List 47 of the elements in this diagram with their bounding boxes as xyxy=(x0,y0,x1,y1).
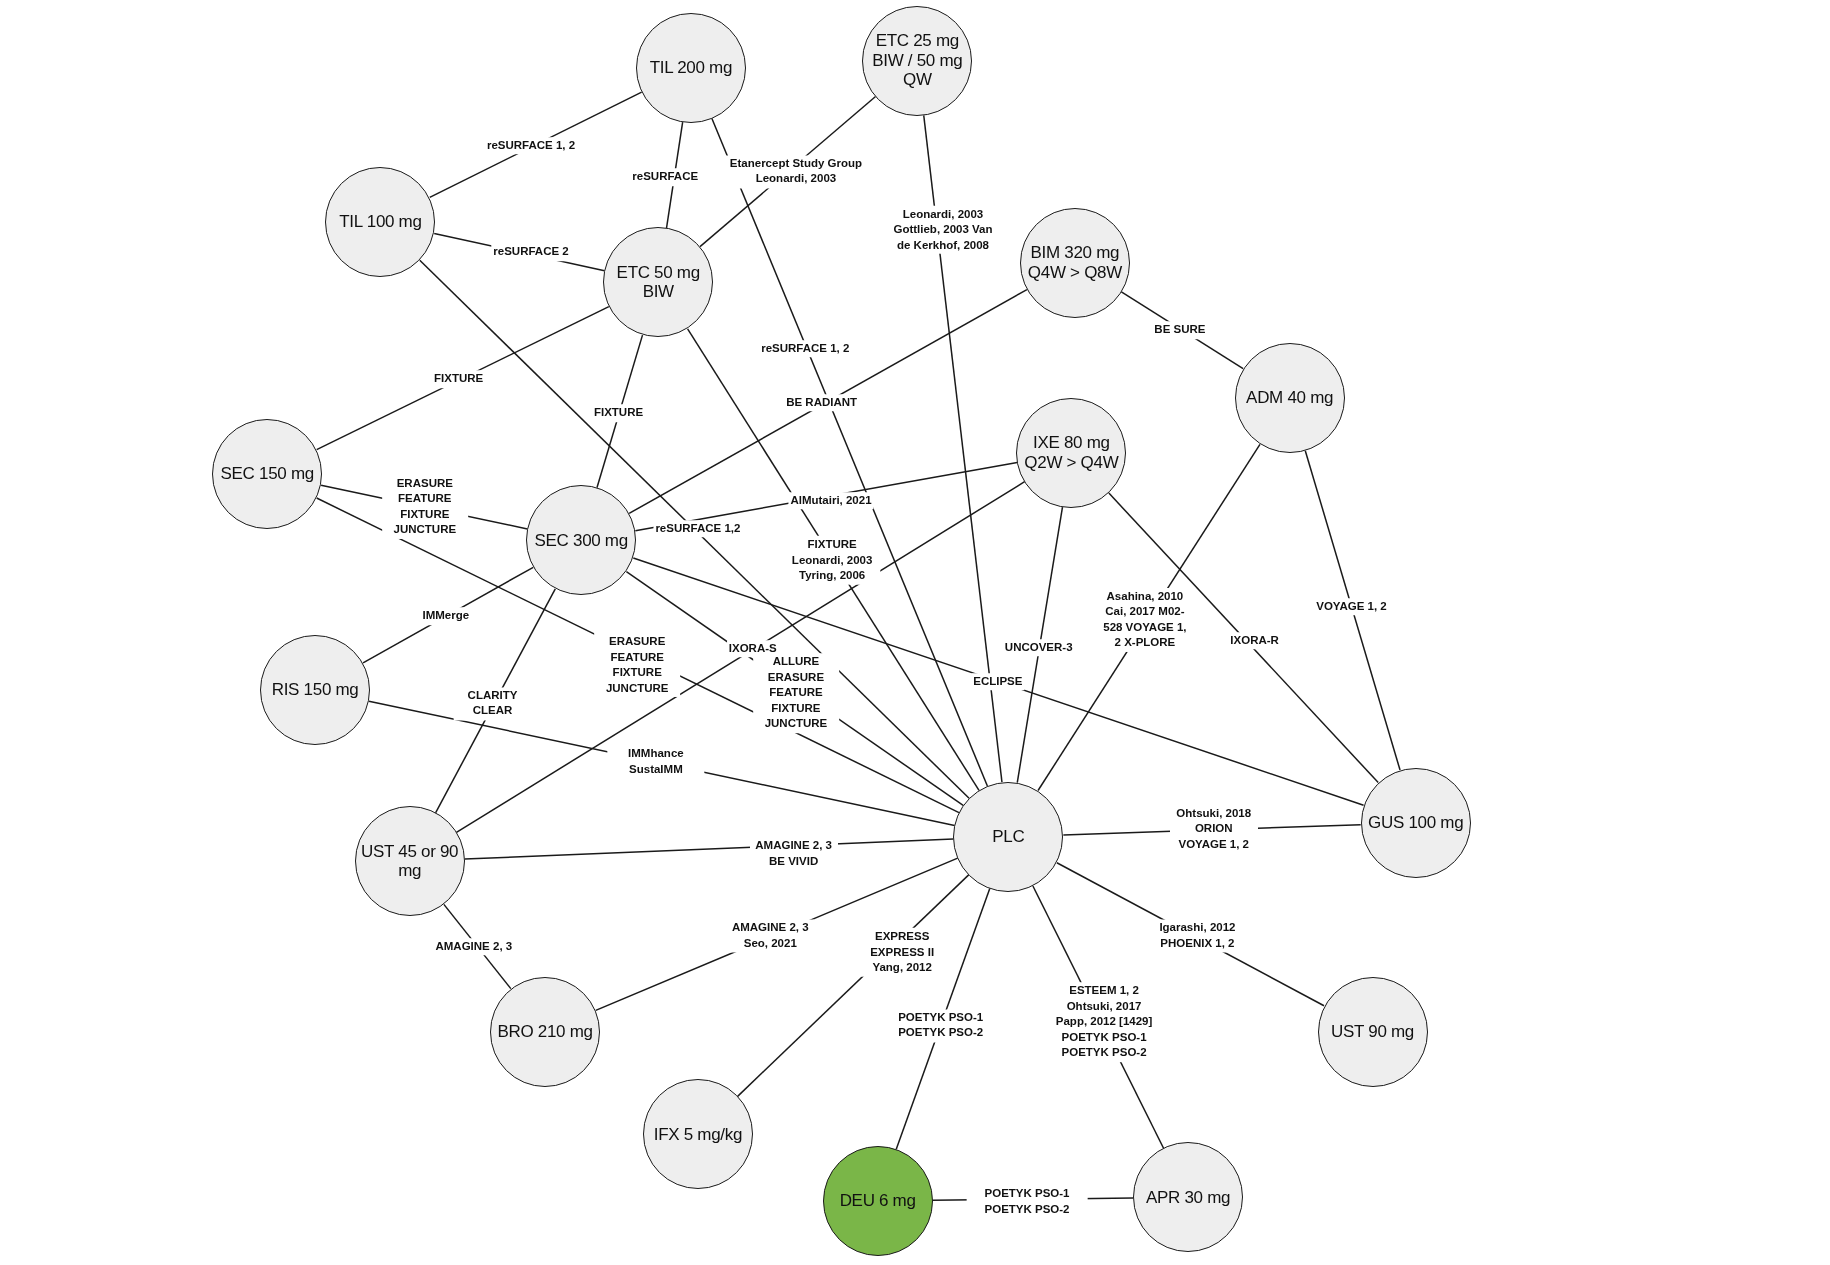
edge-label: BE RADIANT xyxy=(784,393,860,412)
treatment-name: TIL 100 mg xyxy=(339,211,422,232)
edge-label: AlMutairi, 2021 xyxy=(788,491,874,510)
treatment-name: ADM 40 mg xyxy=(1246,388,1334,408)
treatment-name: SEC 300 mg xyxy=(534,530,628,551)
edge-label: reSURFACE xyxy=(630,168,701,187)
connector-line xyxy=(1304,449,1401,771)
edge-label: reSURFACE 1,2 xyxy=(653,519,743,538)
connector-line xyxy=(1016,506,1064,784)
treatment-name: APR 30 mg xyxy=(1145,1187,1231,1208)
treatment-name: SEC 150 mg xyxy=(220,464,314,484)
treatment-name: IXE 80 mg Q2W > Q4W xyxy=(1023,433,1120,473)
connector-line xyxy=(596,334,644,489)
treatment-name: RIS 150 mg xyxy=(271,679,359,700)
connector-line xyxy=(923,114,1003,783)
treatment-name: BRO 210 mg xyxy=(497,1021,593,1042)
treatment-name: BIM 320 mg Q4W > Q8W xyxy=(1026,243,1123,283)
connector-line xyxy=(711,117,989,787)
connector-line xyxy=(455,480,1026,834)
edge-label: IMMerge xyxy=(420,607,472,625)
edge-label: reSURFACE 2 xyxy=(491,243,571,261)
treatment-name: UST 90 mg xyxy=(1331,1021,1414,1042)
treatment-name: IFX 5 mg/kg xyxy=(653,1124,743,1145)
edge-label: ECLIPSE xyxy=(971,672,1025,691)
edge-label: Asahina, 2010 Cai, 2017 M02-528 VOYAGE 1, 2 X-PLORE xyxy=(1100,587,1189,652)
edge-label: reSURFACE 1, 2 xyxy=(759,340,852,358)
treatment-name: UST 45 or 90 mg xyxy=(360,841,460,881)
connector-line xyxy=(632,557,1365,806)
treatment-name: PLC xyxy=(992,827,1025,847)
edge-label: ALLURE ERASURE FEATURE FIXTURE JUNCTURE xyxy=(753,653,839,734)
edge-label: IXORA-R xyxy=(1228,631,1281,650)
edge-label: FIXTURE xyxy=(432,370,486,389)
edge-label: VOYAGE 1, 2 xyxy=(1314,598,1389,616)
treatment-name: GUS 100 mg xyxy=(1368,813,1464,833)
connector-line xyxy=(419,259,970,800)
edge-label: AMAGINE 2, 3 xyxy=(433,937,515,956)
edge-label: UNCOVER-3 xyxy=(1002,639,1075,657)
treatment-name: DEU 6 mg xyxy=(839,1191,916,1211)
edge-label: reSURFACE 1, 2 xyxy=(484,137,578,155)
treatment-name: ETC 25 mg BIW / 50 mg QW xyxy=(871,31,964,90)
edge-label: BE SURE xyxy=(1152,321,1208,340)
treatment-name: TIL 200 mg xyxy=(649,57,733,78)
edge-label: ERASURE FEATURE FIXTURE JUNCTURE xyxy=(594,633,681,698)
treatment-name: ETC 50 mg BIW xyxy=(615,262,701,302)
connector-line xyxy=(1108,492,1379,784)
connector-line xyxy=(628,288,1028,515)
edge-label: FIXTURE xyxy=(591,404,646,422)
